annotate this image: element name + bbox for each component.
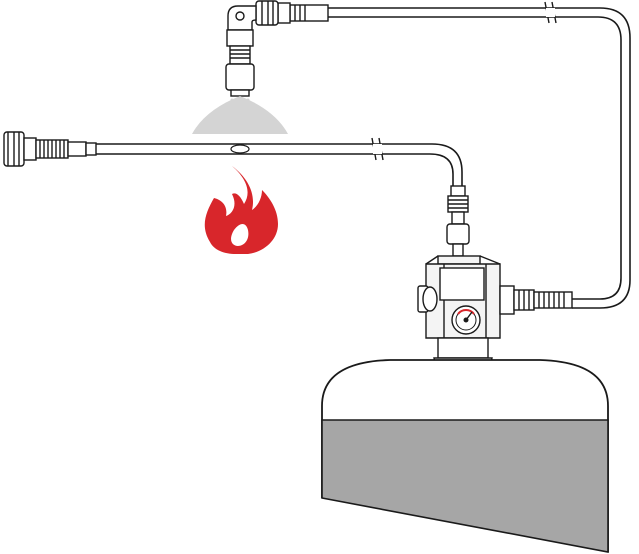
detector-bulb: [230, 144, 250, 154]
tube-break-gap-top: [546, 8, 555, 17]
spray-pattern: [192, 96, 288, 134]
extinguishant-liquid: [321, 419, 609, 553]
tube-break-gap-middle: [373, 144, 382, 154]
detector-tube: [96, 137, 463, 186]
detector-end-fitting: [3, 131, 97, 167]
cylinder-valve: [417, 255, 573, 369]
spray-droplets: [224, 97, 256, 106]
detector-valve-fitting: [446, 185, 470, 257]
fire-icon: [204, 166, 278, 254]
extinguishant-cylinder: [321, 359, 609, 553]
discharge-nozzle: [225, 0, 329, 97]
pressure-gauge: [451, 305, 481, 335]
